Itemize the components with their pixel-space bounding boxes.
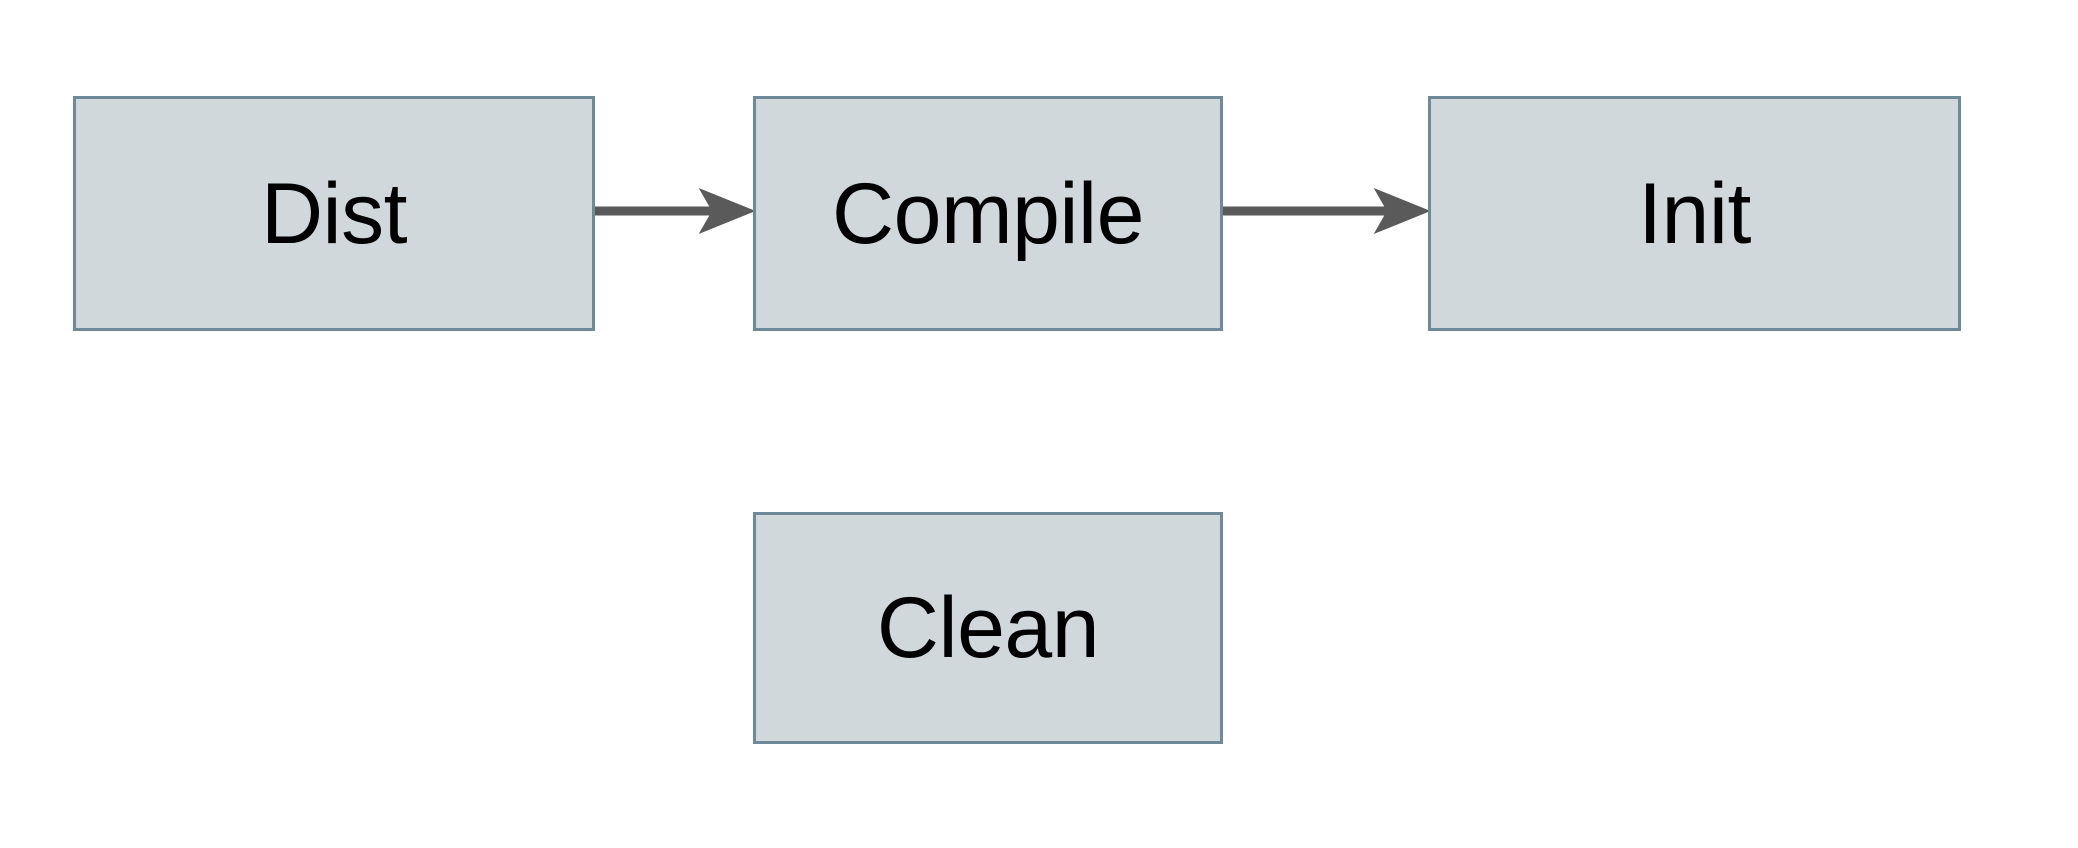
node-compile-label: Compile	[832, 165, 1144, 262]
edge-dist-to-compile[interactable]	[595, 187, 756, 235]
node-compile[interactable]: Compile	[753, 96, 1223, 331]
node-clean[interactable]: Clean	[753, 512, 1223, 744]
arrowhead-icon	[1373, 187, 1431, 235]
edge-compile-to-init[interactable]	[1223, 187, 1431, 235]
arrowhead-icon	[698, 187, 756, 235]
node-init[interactable]: Init	[1428, 96, 1961, 331]
node-dist-label: Dist	[260, 165, 408, 262]
node-dist[interactable]: Dist	[73, 96, 595, 331]
node-clean-label: Clean	[876, 580, 1100, 676]
node-init-label: Init	[1638, 165, 1751, 262]
